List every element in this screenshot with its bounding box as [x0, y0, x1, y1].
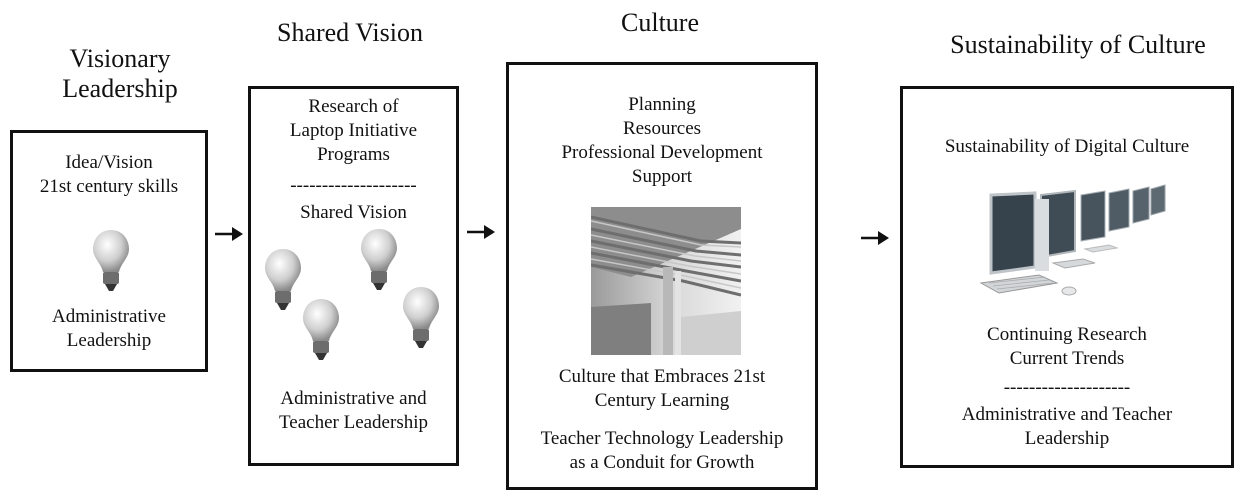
box-line: as a Conduit for Growth: [569, 452, 755, 473]
box-line: Current Trends: [1009, 348, 1125, 369]
box-line: Programs: [317, 144, 390, 165]
divider: --------------------: [1003, 377, 1131, 398]
box-line: Teacher Technology Leadership: [540, 428, 784, 449]
box-line: Culture that Embraces 21st: [558, 366, 766, 387]
box-line: Professional Development: [561, 142, 763, 163]
right-arrow-icon: [860, 228, 890, 248]
lightbulb-icon: [263, 247, 303, 313]
box-line: Sustainability of Digital Culture: [944, 136, 1190, 157]
lightbulb-icon: [301, 297, 341, 363]
right-arrow-icon: [466, 222, 496, 242]
stage-title-line: Shared Vision: [276, 18, 423, 47]
stage-box-sustainability-of-culture: Sustainability of Digital Culture: [900, 86, 1234, 468]
box-line: Administrative and Teacher: [961, 404, 1173, 425]
box-line: Idea/Vision: [65, 152, 153, 173]
box-line: Leadership: [1024, 428, 1110, 449]
box-line: Administrative: [52, 306, 166, 327]
box-line: Leadership: [66, 330, 152, 351]
stage-box-shared-vision: Research of Laptop Initiative Programs -…: [248, 86, 459, 466]
box-line: Continuing Research: [987, 324, 1147, 345]
lightbulb-icon: [359, 227, 399, 293]
lightbulb-icon: [91, 228, 131, 294]
box-line: Administrative and: [280, 388, 427, 409]
stage-title-line: Culture: [621, 8, 699, 37]
right-arrow-icon: [214, 224, 244, 244]
stage-title-line: Visionary Leadership: [62, 44, 178, 103]
box-line: 21st century skills: [39, 176, 179, 197]
stage-title-line: Sustainability of Culture: [950, 30, 1206, 59]
lightbulb-icon: [401, 285, 441, 351]
stage-title-culture: Culture: [580, 8, 740, 38]
stage-box-visionary-leadership: Idea/Vision 21st century skills Administ…: [10, 130, 208, 372]
box-subtitle: Shared Vision: [300, 202, 407, 223]
server-room-conduit-photo: [591, 207, 741, 355]
box-line: Support: [631, 166, 693, 187]
box-line: Resources: [622, 118, 702, 139]
box-line: Laptop Initiative: [289, 120, 418, 141]
box-line: Century Learning: [594, 390, 730, 411]
box-line: Teacher Leadership: [279, 412, 428, 433]
stage-title-shared-vision: Shared Vision: [245, 18, 455, 48]
divider: --------------------: [290, 175, 417, 196]
stage-box-culture: Planning Resources Professional Developm…: [506, 62, 818, 490]
computer-lab-photo: [969, 171, 1173, 301]
stage-title-visionary-leadership: Visionary Leadership: [20, 44, 220, 104]
stage-title-sustainability-of-culture: Sustainability of Culture: [918, 30, 1238, 60]
box-line: Research of: [308, 96, 399, 117]
box-line: Planning: [628, 94, 696, 115]
